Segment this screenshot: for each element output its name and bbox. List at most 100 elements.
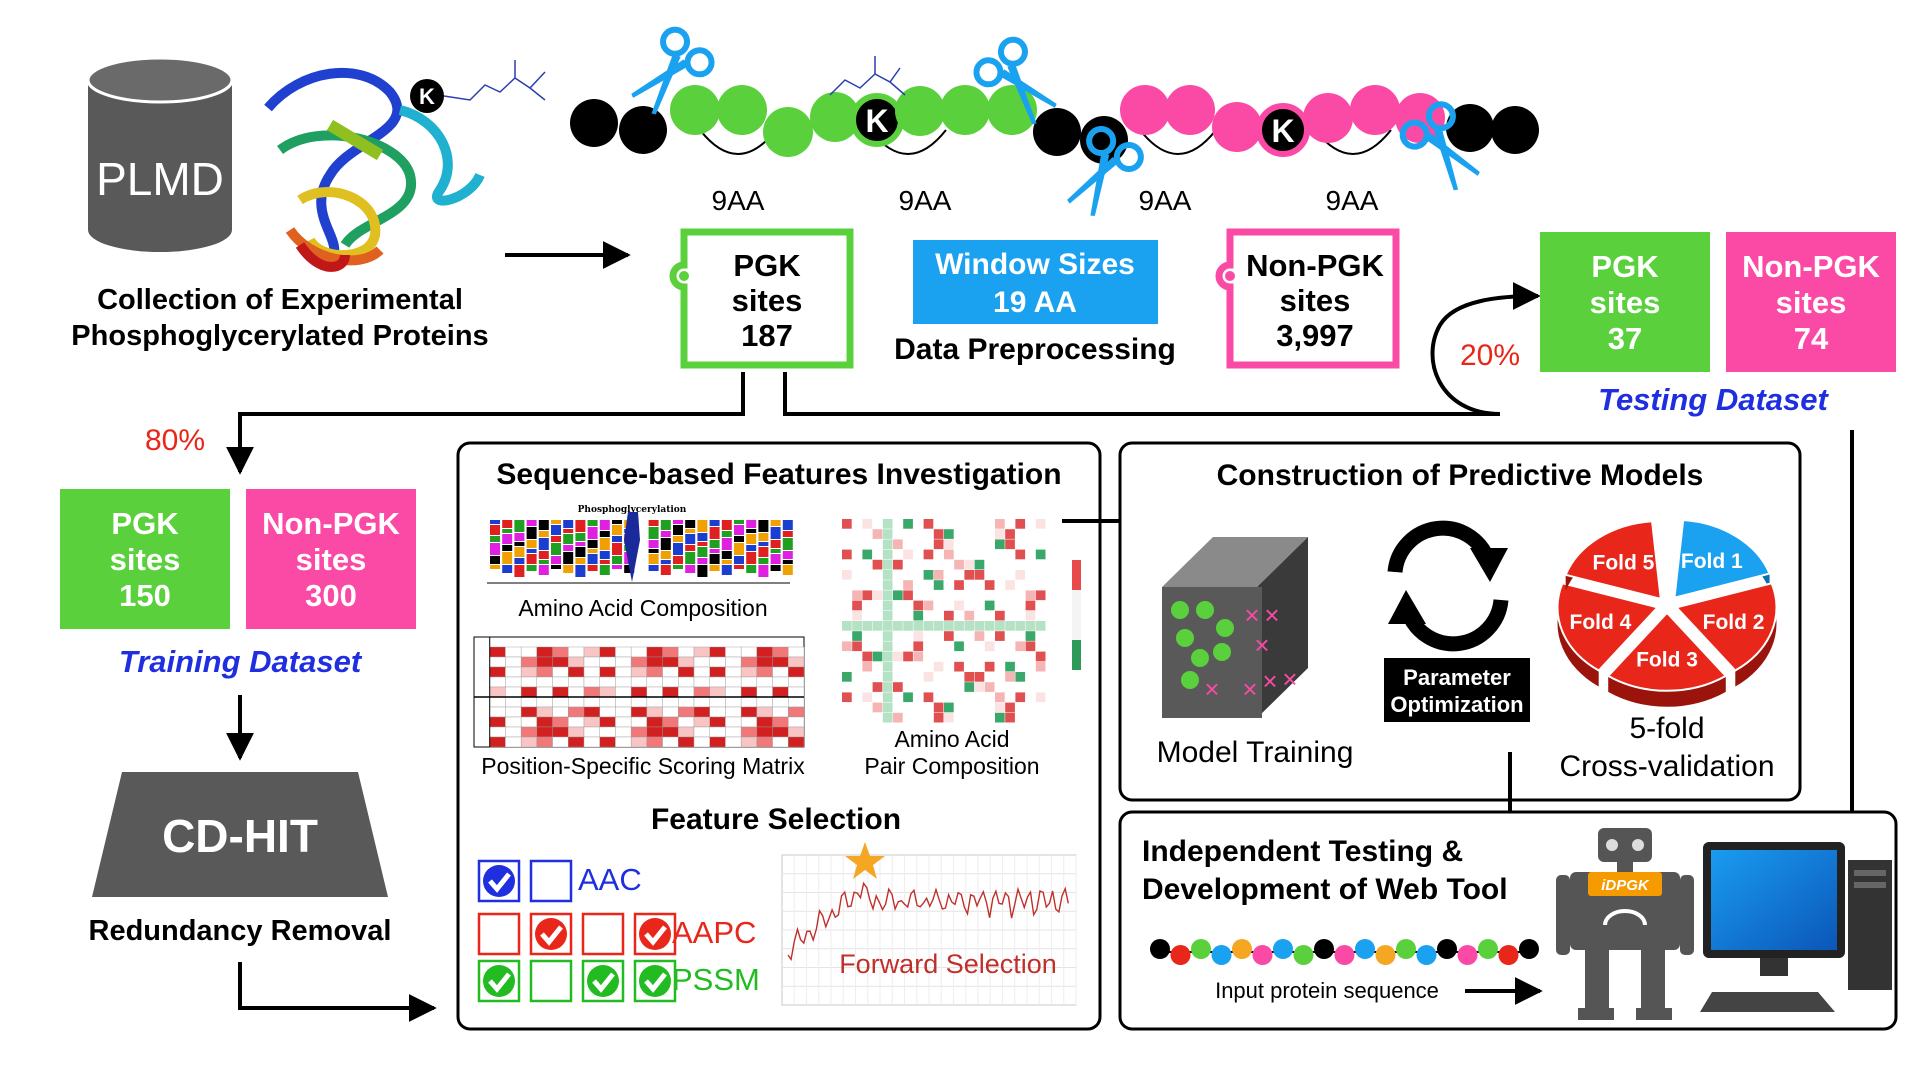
pssm-cell [788,726,805,738]
heatmap-cell [923,651,934,662]
heatmap-cell [974,682,985,692]
logo-glyph [673,565,683,569]
heatmap-cell [995,590,1005,601]
heatmap-cell [1035,631,1046,641]
heatmap-cell [974,529,985,539]
heatmap-cell [913,692,924,703]
logo-glyph [685,534,696,544]
logo-glyph [673,543,683,555]
logo-glyph [502,565,513,573]
logo-glyph [709,554,720,564]
pssm-cell [583,676,600,688]
heatmap-cell [933,600,944,611]
pssm-cell [646,716,663,728]
logo-glyph [770,549,781,553]
logo-glyph [685,520,696,528]
heatmap-cell [933,529,944,539]
logo-glyph [746,534,757,544]
heatmap-cell [1005,631,1015,641]
logo-glyph [660,538,671,550]
pssm-cell [583,666,600,678]
training-pgk-line2: sites [110,542,181,577]
heatmap-cell [923,672,934,682]
heatmap-cell [974,692,985,703]
heatmap-cell [1005,610,1015,621]
pssm-cell [725,676,742,688]
logo-glyph [551,525,561,535]
heatmap-cell [984,559,995,570]
heatmap-cell [1025,641,1036,652]
logo-glyph [502,545,513,551]
check-icon [644,972,667,993]
heatmap-cell [913,641,924,652]
heatmap-cell [862,672,873,682]
heatmap-cell [954,570,964,580]
heatmap-cell [974,631,985,641]
pssm-cell [693,666,710,678]
logo-glyph [514,547,525,557]
heatmap-cell [913,600,924,611]
testing-nonpgk-count: 74 [1794,321,1829,356]
heatmap-cell [944,651,954,662]
pssm-cell [520,666,538,678]
pssm-cell [693,706,710,718]
pssm-cell [583,686,600,698]
heatmap-cell [862,712,873,723]
pssm-cell [678,676,695,688]
heatmap-cell [984,661,995,672]
logo-glyph [697,547,708,557]
heatmap-cell [944,631,954,641]
heatmap-cell [842,580,852,590]
model-training-caption: Model Training [1157,736,1354,769]
heatmap-cell [1015,519,1026,529]
heatmap-cell [872,692,883,703]
logo-title: Phosphoglycerylation [578,505,687,515]
heatmap-cell [893,661,903,672]
heatmap-cell [903,559,913,570]
heatmap-cell [954,600,964,611]
pssm-cell [536,736,553,748]
pie-slice-label: Fold 2 [1703,611,1765,634]
pie-slice [1556,582,1660,672]
heatmap-cell [964,702,975,713]
pssm-cell [756,646,773,658]
heatmap-cell [995,539,1005,550]
pssm-cell [740,706,758,718]
logo-glyph [660,560,671,564]
heatmap-cell [882,631,893,641]
logo-glyph [746,520,757,528]
heatmap-cell [1035,600,1046,611]
heatmap-cell [862,570,873,580]
pssm-cell [662,656,679,668]
heatmap-cell [862,559,873,570]
heatmap-cell [872,702,883,713]
heatmap-cell [862,539,873,550]
heatmap-cell [913,682,924,692]
heatmap-cell [852,651,862,662]
heatmap-cell [893,621,903,631]
heatmap-cell [964,672,975,682]
heatmap-cell [1035,539,1046,550]
logo-glyph [734,543,744,555]
heatmap-cell [933,661,944,672]
heatmap-cell [1025,600,1036,611]
logo-glyph [648,540,659,548]
pssm-cell [646,656,663,668]
positive-sample-dot [1216,619,1234,637]
testing-pgk-line1: PGK [1591,249,1659,284]
sequence-bead [810,92,860,142]
window-size-line2: 19 AA [993,286,1077,319]
protein-structure-icon: K [264,60,546,272]
heatmap-cell [995,621,1005,631]
sequence-bead [670,85,720,135]
pssm-cell [772,716,789,728]
heatmap-cell [842,590,852,601]
heatmap-cell [954,661,964,672]
pssm-cell [505,706,522,718]
heatmap-cell [852,529,862,539]
heatmap-cell [1025,580,1036,590]
pssm-cell [772,666,789,678]
heatmap-cell [872,529,883,539]
heatmap-cell [872,570,883,580]
heatmap-cell [872,641,883,652]
